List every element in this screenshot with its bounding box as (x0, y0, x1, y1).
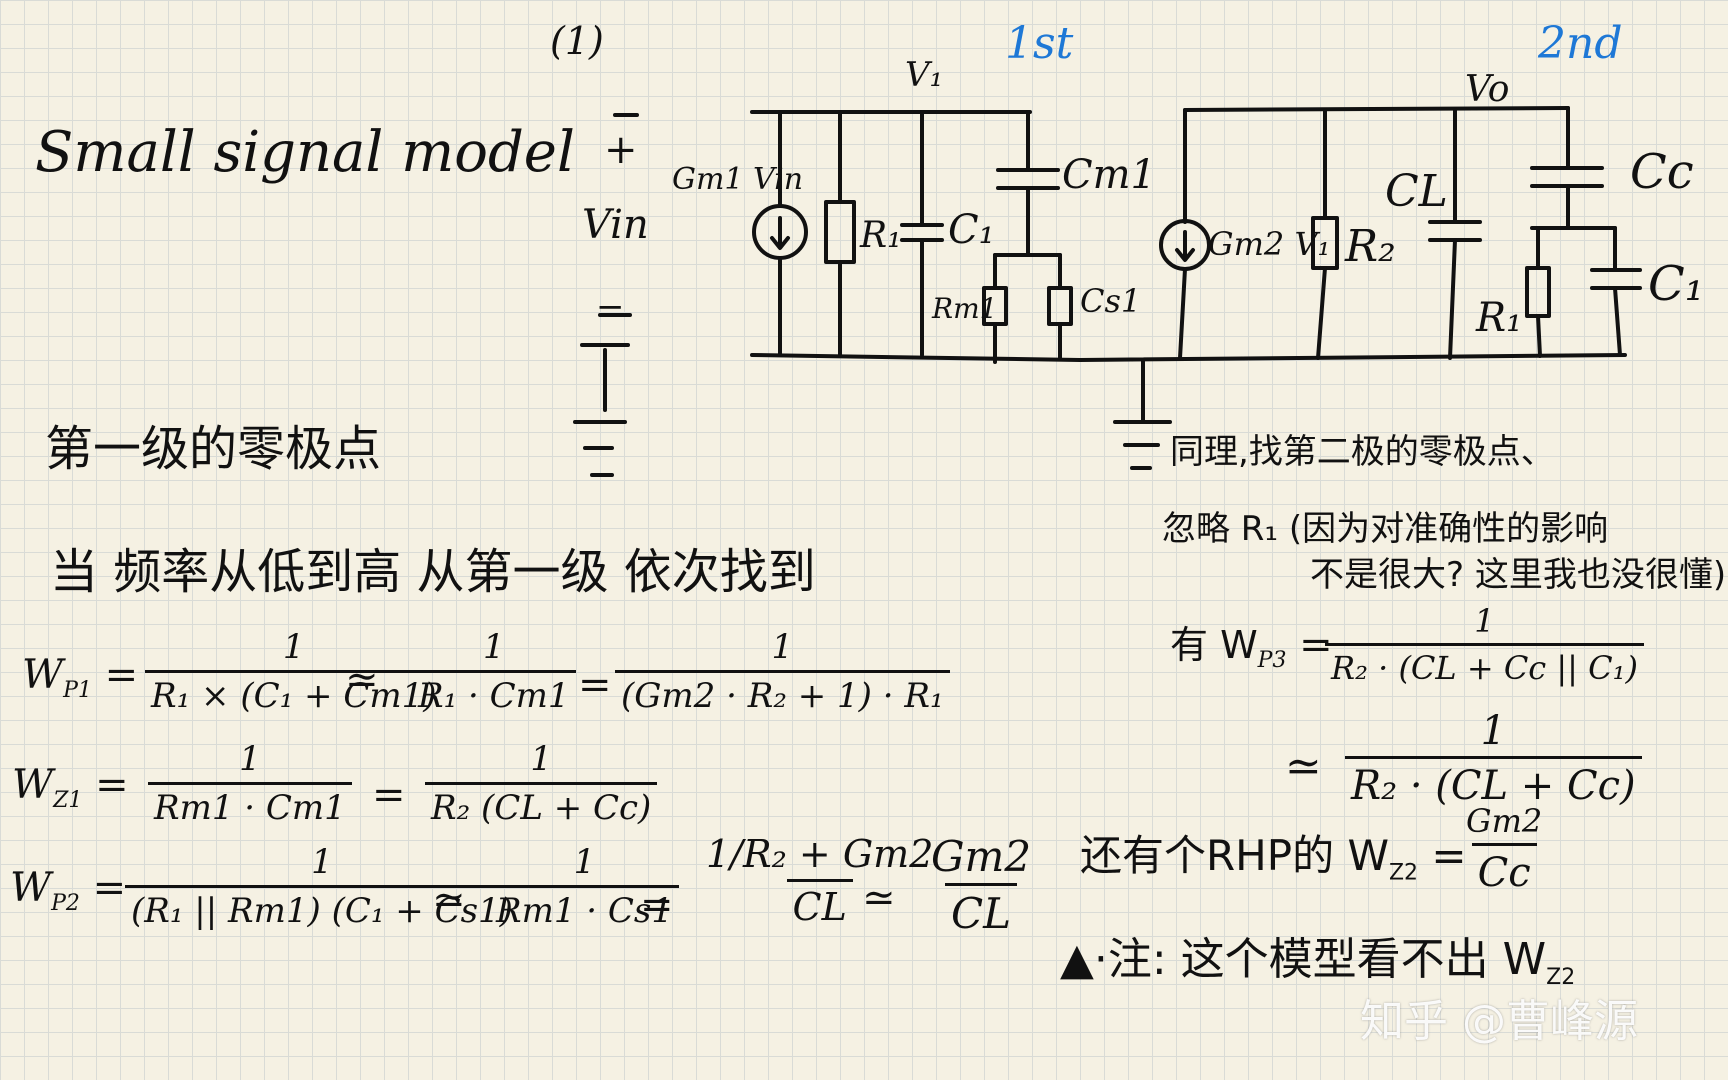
wp2-fraction-4: Gm2 CL (925, 832, 1037, 936)
wp2-fraction-3: 1/R₂ + Gm2 CL (700, 832, 939, 928)
wp2-f4-num: Gm2 (931, 832, 1032, 881)
ignore-note-line2: 不是很大? 这里我也没很懂) (1310, 555, 1727, 595)
wp1-f1-den: R₁ × (C₁ + Cm1) (145, 669, 443, 715)
note-prefix: ▲·注: 这个模型看不出 W (1060, 934, 1547, 985)
frequency-note: 当 频率从低到高 从第一级 依次找到 (50, 544, 816, 600)
wp2-sub: P2 (51, 891, 80, 916)
cc-label: Cc (1630, 144, 1694, 200)
wp2-f1-den: (R₁ || Rm1) (C₁ + Cs1) (125, 884, 519, 930)
wz1-eq: = (372, 772, 406, 818)
watermark: 知乎 @曹峰源 (1360, 996, 1638, 1047)
vo-node-label: Vo (1465, 69, 1510, 110)
wp3-fraction-2: 1 R₂ · (CL + Cc) (1345, 710, 1642, 807)
wp3-fraction-1: 1 R₂ · (CL + Cc || C₁) (1325, 602, 1644, 686)
wp2-eq: = (640, 882, 674, 928)
rm1-label: Rm1 (932, 292, 998, 325)
rhp-prefix: 还有个RHP的 W (1080, 831, 1389, 880)
r2-label: R₂ (1345, 221, 1396, 272)
wp1-lhs: WP1 = (22, 652, 139, 703)
wz2-den: Cc (1471, 842, 1537, 894)
source-plus: + (604, 127, 638, 173)
stage1-label: 1st (1005, 18, 1074, 69)
ignore-note-line1: 忽略 R₁ (因为对准确性的影响 (1162, 509, 1609, 549)
part-label: (1) (550, 19, 604, 63)
wp2-approx: ≃ (432, 877, 466, 923)
page-title: Small signal model (35, 120, 575, 185)
wp2-lhs: WP2 = (10, 865, 127, 916)
wp3-f2-den: R₂ · (CL + Cc) (1345, 756, 1642, 807)
wp1-f2-num: 1 (482, 627, 505, 667)
wz1-sub: Z1 (53, 788, 83, 813)
wp3-prefix: 有 W (1170, 623, 1258, 667)
wz1-fraction-1: 1 Rm1 · Cm1 (148, 739, 352, 827)
wp1-f1-num: 1 (282, 627, 305, 667)
wz1-f1-num: 1 (239, 739, 261, 779)
wp1-f3-num: 1 (771, 627, 794, 667)
gm2-source-label: Gm2 V₁ (1208, 225, 1331, 263)
wp3-f1-num: 1 (1474, 602, 1495, 640)
wp1-fraction-2: 1 R₁ · Cm1 (412, 627, 576, 715)
wz2-fraction: Gm2 Cc (1460, 802, 1548, 894)
wp1-fraction-1: 1 R₁ × (C₁ + Cm1) (145, 627, 443, 715)
stage1-heading: 第一级的零极点 (45, 421, 382, 477)
rhp-zero-label: 还有个RHP的 WZ2 = (1080, 831, 1467, 886)
wp2-fraction-2: 1 Rm1 · Cs1 (490, 842, 679, 930)
wz1-f2-den: R₂ (CL + Cc) (425, 781, 658, 827)
wp1-f2-den: R₁ · Cm1 (412, 669, 576, 715)
note-sub: Z2 (1546, 964, 1576, 990)
r1-label: R₁ (860, 215, 902, 256)
stage2-label: 2nd (1538, 18, 1623, 69)
wp3-f1-den: R₂ · (CL + Cc || C₁) (1325, 642, 1644, 686)
r1-stage2-label: R₁ (1476, 295, 1523, 341)
wp2-symbol: W (10, 865, 52, 911)
wz1-f1-den: Rm1 · Cm1 (148, 781, 352, 827)
wp1-f3-den: (Gm2 · R₂ + 1) · R₁ (615, 669, 950, 715)
wp2-f3-num: 1/R₂ + Gm2 (706, 832, 934, 876)
cs1-label: Cs1 (1080, 282, 1142, 320)
wp3-lhs: 有 WP3 = (1170, 622, 1333, 673)
cl-label: CL (1385, 166, 1448, 217)
wz1-symbol: W (12, 762, 54, 808)
wp2-f3-den: CL (786, 878, 853, 928)
wp1-fraction-3: 1 (Gm2 · R₂ + 1) · R₁ (615, 627, 950, 715)
wp2-f1-num: 1 (311, 842, 333, 882)
wp3-approx: ≃ (1285, 741, 1322, 792)
wp2-fraction-1: 1 (R₁ || Rm1) (C₁ + Cs1) (125, 842, 519, 930)
wp2-approx-2: ≃ (862, 875, 896, 921)
wp1-sub: P1 (63, 678, 92, 703)
source-vin: Vin (582, 202, 649, 248)
wp2-f4-den: CL (945, 883, 1018, 936)
cm1-label: Cm1 (1062, 152, 1156, 198)
wz1-fraction-2: 1 R₂ (CL + Cc) (425, 739, 658, 827)
gm1-source-label: Gm1 Vin (672, 162, 804, 197)
rhp-sub: Z2 (1388, 860, 1419, 886)
wp1-eq: = (578, 662, 612, 708)
wz1-f2-num: 1 (530, 739, 552, 779)
stage2-heading: 同理,找第二极的零极点、 (1170, 432, 1555, 472)
c1-label: C₁ (948, 207, 995, 253)
v1-node-label: V₁ (905, 55, 944, 95)
wp3-f2-num: 1 (1480, 708, 1507, 754)
model-note: ▲·注: 这个模型看不出 WZ2 (1060, 938, 1575, 989)
wz1-lhs: WZ1 = (12, 762, 129, 813)
wp2-f2-num: 1 (573, 842, 596, 882)
source-minus: − (596, 287, 625, 327)
wp3-sub: P3 (1257, 648, 1287, 673)
wp2-f2-den: Rm1 · Cs1 (490, 884, 679, 930)
wp1-symbol: W (22, 652, 64, 698)
wz2-num: Gm2 (1466, 802, 1543, 840)
wp1-approx: ≃ (345, 657, 379, 703)
c1-stage2-label: C₁ (1648, 256, 1704, 312)
